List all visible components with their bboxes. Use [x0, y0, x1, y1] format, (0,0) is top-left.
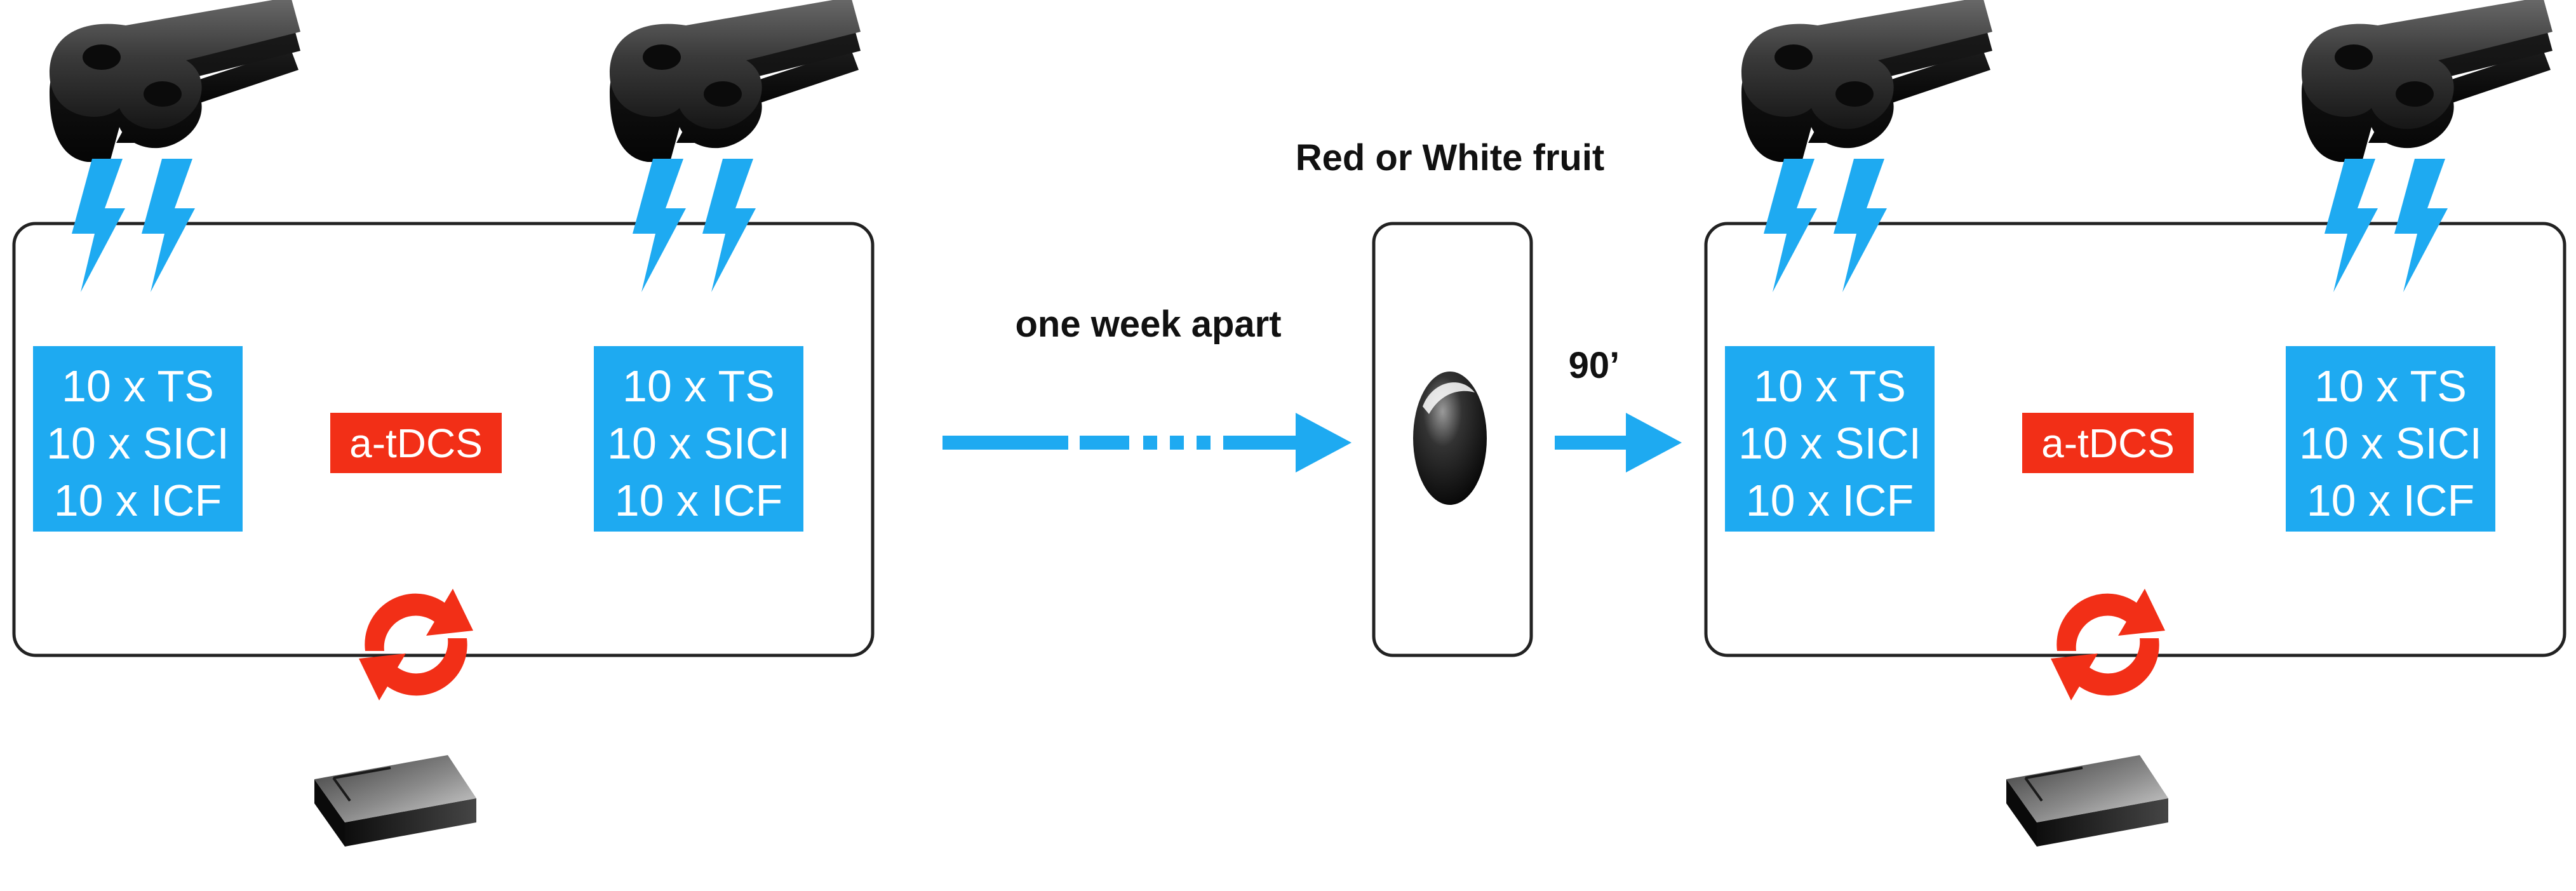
delay-label: 90’ — [1569, 345, 1620, 386]
tms-coil-icon — [610, 0, 861, 162]
stimulation-label: a-tDCS — [2041, 420, 2175, 466]
tms-coil-icon — [50, 0, 300, 162]
tdcs-stimulator-icon — [2005, 754, 2170, 848]
pulse-block-right-line-1: 10 x TS — [622, 361, 775, 411]
pulse-block-left-line-2: 10 x SICI — [46, 419, 229, 468]
pulse-block-left — [1725, 346, 1935, 532]
pulse-block-right — [2286, 346, 2495, 532]
pulse-block-left-line-2: 10 x SICI — [1738, 419, 1921, 468]
tdcs-stimulator-icon — [313, 754, 478, 848]
pulse-block-left-line-1: 10 x TS — [1754, 361, 1906, 411]
pulse-block-left-line-3: 10 x ICF — [54, 476, 222, 525]
session-2: 10 x TS 10 x SICI 10 x ICF a-tDCS 10 x T… — [1704, 0, 2566, 848]
tms-coil-icon — [1741, 0, 1992, 162]
fruit-title: Red or White fruit — [1296, 137, 1605, 178]
stimulation-badge — [2022, 413, 2194, 473]
pulse-block-left-line-3: 10 x ICF — [1746, 476, 1914, 525]
pulse-block-right-line-1: 10 x TS — [2314, 361, 2467, 411]
delay-arrow — [1555, 413, 1682, 472]
pulse-block-right-line-3: 10 x ICF — [615, 476, 783, 525]
session-1: 10 x TS 10 x SICI 10 x ICF a-tDCS 10 x T… — [12, 0, 875, 848]
timeline-arrow — [943, 413, 1352, 472]
stimulation-badge — [330, 413, 502, 473]
pulse-block-right — [594, 346, 803, 532]
fruit-icon — [1413, 372, 1487, 505]
pulse-block-left-line-1: 10 x TS — [62, 361, 214, 411]
pulse-block-right-line-3: 10 x ICF — [2307, 476, 2475, 525]
pulse-block-left — [33, 346, 243, 532]
interval-label: one week apart — [1015, 304, 1281, 345]
pulse-block-right-line-2: 10 x SICI — [607, 419, 790, 468]
tms-coil-icon — [2302, 0, 2553, 162]
stimulation-label: a-tDCS — [349, 420, 483, 466]
pulse-block-right-line-2: 10 x SICI — [2299, 419, 2482, 468]
timeline: one week apart Red or White fruit 90’ — [943, 137, 1682, 657]
